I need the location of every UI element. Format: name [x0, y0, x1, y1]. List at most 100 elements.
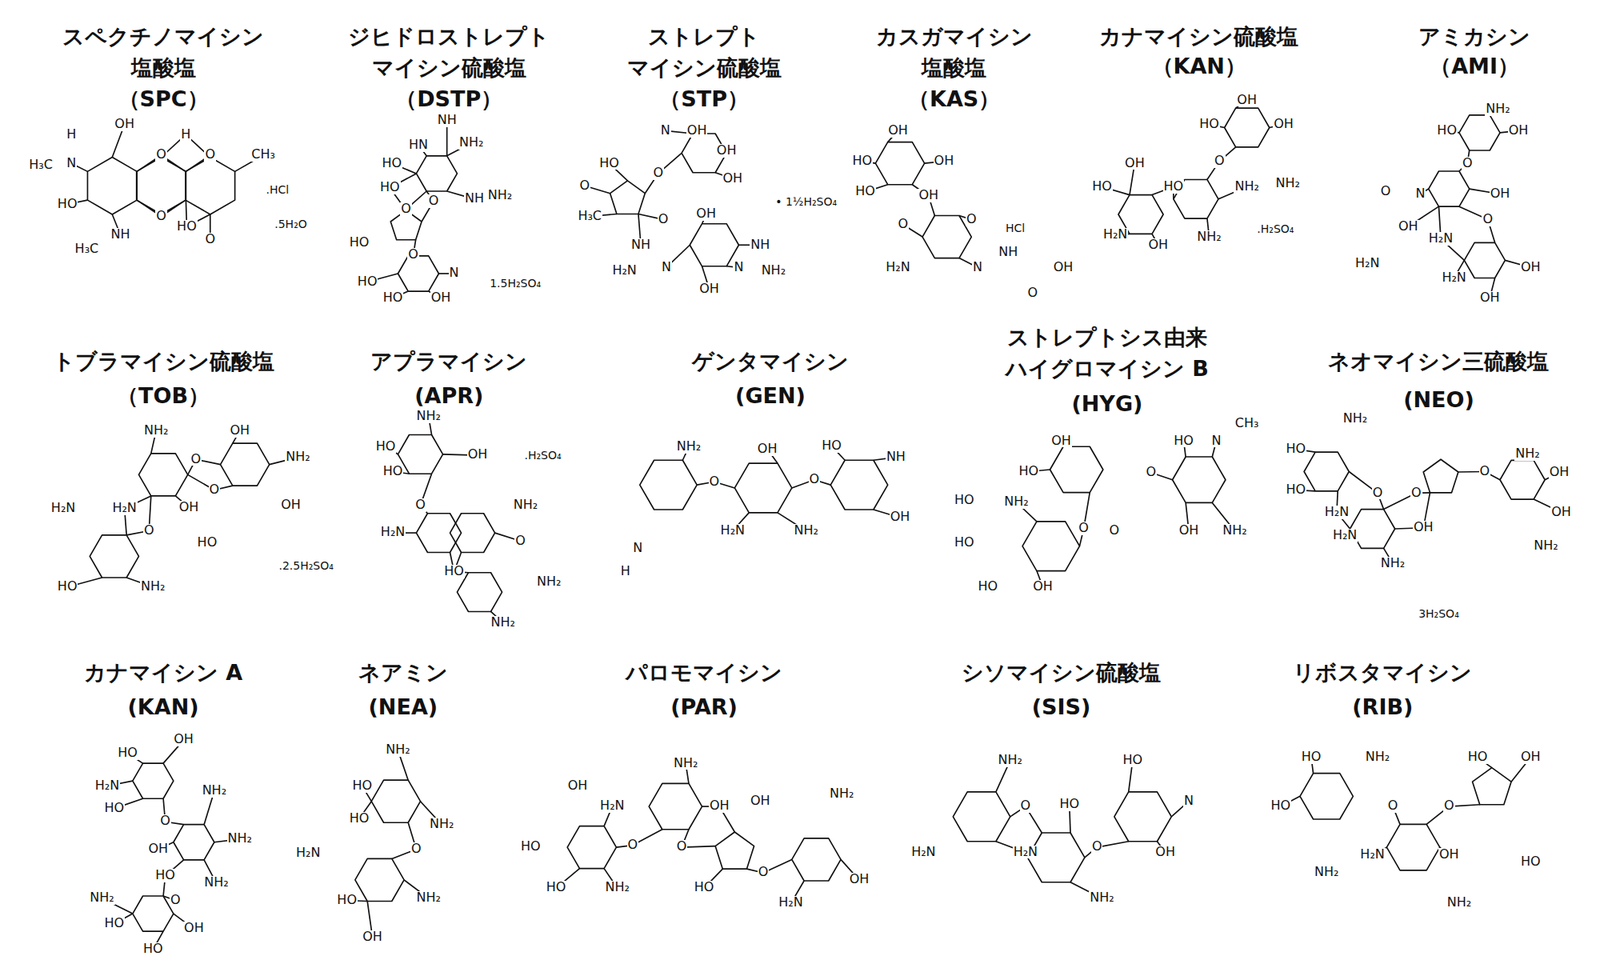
ring-outline — [922, 216, 972, 259]
atom-label: OH — [147, 842, 169, 856]
atom-label: NH — [436, 113, 458, 128]
compound-name: カナマイシン A — [3, 656, 324, 688]
atom-label: NH₂ — [1274, 176, 1300, 191]
atom-label: H₂N — [611, 264, 637, 278]
atom-label: NH₂ — [1532, 539, 1559, 553]
atom-label: H₂N — [599, 799, 625, 813]
atom-label: HO — [851, 154, 873, 168]
atom-label: OH — [889, 510, 912, 524]
atom-label: NH₂ — [676, 440, 702, 454]
ring-outline — [1050, 446, 1104, 492]
atom-label: O — [1387, 799, 1400, 813]
ring-outline — [371, 780, 420, 823]
ring-outline — [185, 157, 236, 215]
atom-label: OH — [430, 291, 452, 305]
salt-note: .2.5H₂SO₄ — [277, 560, 334, 572]
atom-label: HO — [820, 439, 843, 453]
atom-label: NH₂ — [604, 880, 630, 895]
atom-label: HO — [1269, 799, 1292, 813]
atom-label: O — [1213, 154, 1226, 168]
atom-label: NH — [464, 192, 485, 206]
atom-label: NH₂ — [1364, 750, 1391, 764]
atom-label: O — [1027, 286, 1040, 300]
ring-outline — [689, 224, 739, 267]
atom-label: O — [708, 475, 721, 489]
atom-label: OH — [686, 124, 708, 138]
atom-label: HO — [56, 580, 79, 594]
compound-abbreviation: (KAN) — [128, 694, 200, 720]
atom-label: OH — [280, 498, 302, 512]
atom-label: H₂N — [380, 525, 406, 540]
ring-outline — [132, 763, 174, 799]
atom-label: NH — [885, 450, 907, 464]
atom-label: O — [428, 194, 440, 208]
atom-label: O — [627, 838, 640, 852]
ring-outline — [715, 832, 754, 869]
atom-label: HO — [348, 236, 371, 250]
atom-label: H₂N — [295, 846, 321, 860]
atom-label: HO — [1520, 855, 1542, 869]
atom-label: OH — [1147, 238, 1169, 252]
atom-label: NH₂ — [490, 616, 516, 630]
salt-note: .H₂SO₄ — [1256, 223, 1295, 236]
atom-label: OH — [1050, 434, 1072, 448]
atom-label: O — [208, 483, 221, 497]
salt-note: .HCl — [265, 184, 291, 196]
atom-label: OH — [183, 921, 205, 936]
ring-outline — [610, 180, 646, 215]
compound-name: ネアミン — [243, 656, 564, 688]
atom-label: OH — [1438, 848, 1460, 862]
atom-label: OH — [113, 117, 136, 132]
compound-abbreviation: (APR) — [414, 383, 484, 409]
atom-label: O — [652, 166, 664, 180]
compound-name: ジヒドロストレプト マイシン硫酸塩 — [344, 20, 553, 84]
ring-outline — [640, 460, 697, 510]
atom-label: O — [579, 179, 592, 193]
atom-label: HO — [1058, 797, 1080, 812]
ring-outline — [416, 513, 461, 553]
ring-outline — [1464, 242, 1505, 278]
atom-label: NH₂ — [512, 498, 539, 512]
atom-label: OH — [1154, 845, 1176, 860]
atom-label: NH₂ — [1484, 102, 1511, 116]
atom-label: NH₂ — [384, 743, 411, 757]
atom-label: O — [1091, 840, 1104, 854]
atom-label: NH₂ — [672, 756, 699, 771]
atom-label: NH — [110, 228, 132, 242]
atom-label: HO — [1017, 464, 1040, 479]
ring-outline — [456, 572, 502, 612]
compound-name: リボスタマイシン — [1222, 656, 1543, 688]
atom-label: OH — [756, 442, 779, 456]
atom-label: NH₂ — [140, 580, 166, 594]
ring-outline — [87, 157, 137, 215]
salt-note: 1.5H₂SO₄ — [488, 277, 542, 290]
atom-label: HO — [379, 180, 401, 195]
atom-label: H₂N — [1440, 271, 1467, 285]
ring-outline — [734, 463, 792, 513]
atom-label: OH — [848, 872, 871, 887]
atom-label: H₃C — [28, 158, 54, 172]
atom-label: HO — [104, 916, 126, 931]
atom-label: NH₂ — [1196, 230, 1222, 244]
compound-abbreviation: (GEN) — [735, 383, 806, 409]
atom-label: HO — [953, 536, 976, 550]
compound-abbreviation: （SPC） — [118, 86, 209, 112]
atom-label: OH — [1479, 291, 1501, 305]
atom-label: O — [410, 842, 423, 856]
atom-label: O — [190, 452, 203, 467]
atom-label: N — [972, 260, 984, 275]
atom-label: HO — [196, 536, 219, 550]
atom-label: HO — [443, 564, 465, 579]
ring-outline — [875, 142, 924, 185]
atom-label: NH — [630, 238, 652, 252]
atom-label: O — [1372, 486, 1384, 500]
atom-label: OH — [917, 188, 940, 203]
atom-label: H₂N — [1354, 256, 1380, 271]
atom-label: NH₂ — [1233, 180, 1260, 194]
atom-label: H — [65, 128, 77, 142]
atom-label: O — [143, 524, 156, 538]
ring-outline — [416, 156, 457, 192]
atom-label: O — [1410, 486, 1423, 500]
ring-outline — [1114, 792, 1172, 842]
atom-label: OH — [887, 124, 909, 138]
